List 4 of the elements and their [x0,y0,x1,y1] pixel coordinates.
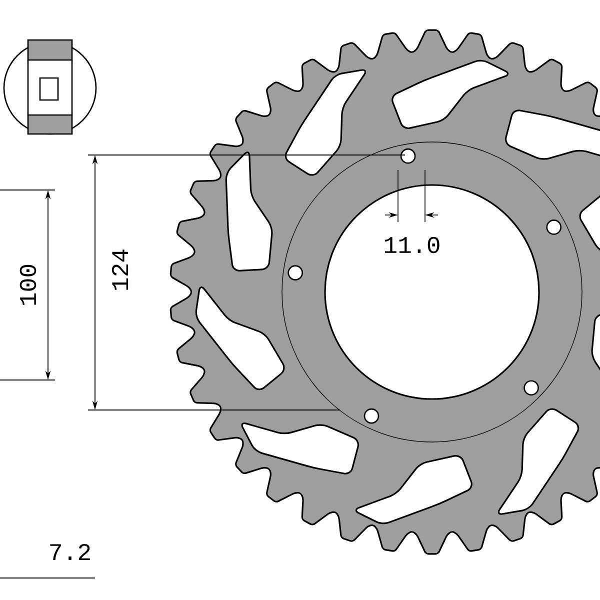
dimension-label: 124 [112,250,128,290]
dimension-label: 11.0 [384,236,440,254]
dimension-label: 100 [20,264,36,305]
dimension-label: 7.2 [50,544,90,560]
